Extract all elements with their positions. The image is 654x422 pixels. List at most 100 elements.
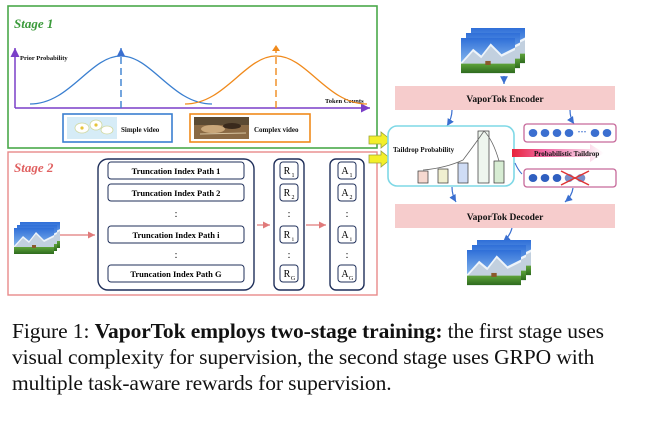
stage2-label: Stage 2 bbox=[14, 160, 54, 175]
truncation-path-label: Truncation Index Path G bbox=[130, 269, 222, 279]
advantage-label: A bbox=[341, 230, 349, 241]
input-video-stack bbox=[461, 28, 525, 74]
advantage-subscript: i bbox=[350, 237, 352, 243]
reward-ellipsis: : bbox=[288, 250, 291, 261]
truncation-path-box bbox=[107, 225, 245, 244]
encoder-band bbox=[395, 86, 615, 110]
stage2-yellow-arrow bbox=[368, 150, 392, 168]
probabilistic-taildrop-arrow bbox=[512, 144, 604, 162]
hist-bar-3 bbox=[457, 162, 469, 184]
path-ellipsis: : bbox=[175, 250, 178, 261]
advantage-subscript: 1 bbox=[350, 173, 353, 179]
reward-box bbox=[279, 183, 299, 202]
token-dot bbox=[528, 129, 538, 137]
output-video-stack bbox=[467, 240, 531, 286]
decoder-label: VaporTok Decoder bbox=[467, 213, 544, 223]
encoder-to-tokens-arrow bbox=[567, 109, 575, 125]
taildrop-probability-label: Taildrop Probability bbox=[393, 146, 455, 154]
hist-bar-5 bbox=[493, 160, 505, 184]
advantage-label: A bbox=[341, 269, 349, 280]
encoder-label: VaporTok Encoder bbox=[466, 95, 544, 105]
tokens-top-row bbox=[528, 129, 612, 137]
stage1-yellow-arrow bbox=[368, 131, 392, 149]
path-ellipsis: : bbox=[175, 209, 178, 220]
stage-to-taildrop-arrows bbox=[368, 131, 392, 168]
truncation-path-label: Truncation Index Path 1 bbox=[132, 166, 221, 176]
token-dot bbox=[540, 129, 550, 137]
reward-label: R bbox=[284, 166, 291, 177]
reward-label: R bbox=[284, 230, 291, 241]
token-dot bbox=[552, 129, 562, 137]
taildrop-histogram bbox=[417, 130, 505, 184]
stage1-panel: Stage 1 Prior Probability Token Counts S… bbox=[7, 5, 378, 149]
tokens-to-decoder-arrow bbox=[564, 187, 574, 203]
tokenizer-panel: VaporTok Encoder Taildrop Probability Pr… bbox=[387, 28, 617, 286]
truncation-path-box bbox=[107, 264, 245, 283]
advantage-label: A bbox=[341, 188, 349, 199]
reward-box bbox=[279, 264, 299, 283]
simple-video-label: Simple video bbox=[121, 126, 160, 134]
truncation-path-box bbox=[107, 161, 245, 180]
token-dot bbox=[590, 129, 600, 137]
complex-video-thumbnail bbox=[194, 117, 249, 139]
dropped-tokens-cross bbox=[560, 170, 590, 186]
token-dot bbox=[564, 129, 574, 137]
encoder-to-taildrop-arrow bbox=[446, 109, 454, 127]
simple-video-thumbnail bbox=[67, 117, 117, 139]
advantage-subscript: 2 bbox=[350, 195, 353, 201]
stage2-input-video bbox=[14, 222, 60, 254]
decoder-band bbox=[395, 204, 615, 228]
token-dot bbox=[602, 129, 612, 137]
y-axis-label: Prior Probability bbox=[20, 55, 68, 62]
complex-video-label: Complex video bbox=[254, 126, 299, 134]
hist-curve bbox=[422, 130, 500, 171]
advantage-box bbox=[337, 225, 357, 244]
complex-distribution-curve bbox=[184, 55, 368, 105]
truncation-path-label: Truncation Index Path 2 bbox=[132, 188, 221, 198]
decoder-to-video-arrow bbox=[502, 227, 513, 243]
hist-bar-4 bbox=[477, 130, 490, 184]
reward-subscript: G bbox=[291, 276, 296, 282]
tokens-top-to-bottom-arrow bbox=[514, 162, 523, 175]
caption-prefix: Figure 1: bbox=[12, 319, 95, 343]
reward-label: R bbox=[284, 188, 291, 199]
hist-bar-1 bbox=[417, 170, 429, 184]
advantage-ellipsis: : bbox=[346, 209, 349, 220]
stage2-panel: Stage 2 Truncation Index Path 1Truncatio… bbox=[7, 151, 378, 296]
stage1-frame bbox=[7, 5, 378, 149]
x-axis-label: Token Counts bbox=[325, 98, 364, 105]
advantage-box bbox=[337, 161, 357, 180]
figure-caption: Figure 1: VaporTok employs two-stage tra… bbox=[12, 318, 642, 396]
stage1-label: Stage 1 bbox=[14, 16, 53, 31]
advantage-label: A bbox=[341, 166, 349, 177]
kept-token-dot bbox=[552, 174, 562, 182]
advantage-ellipsis: : bbox=[346, 250, 349, 261]
truncation-path-label: Truncation Index Path i bbox=[133, 230, 221, 240]
reward-subscript: 2 bbox=[292, 195, 295, 201]
reward-box bbox=[279, 161, 299, 180]
reward-subscript: i bbox=[292, 237, 294, 243]
taildrop-to-decoder-arrow bbox=[449, 186, 457, 203]
truncation-paths: Truncation Index Path 1 Truncation Index … bbox=[107, 161, 245, 283]
complex-mean-arrowhead bbox=[272, 45, 280, 51]
reward-box bbox=[279, 225, 299, 244]
advantage-box bbox=[337, 183, 357, 202]
complex-video-sample: Complex video bbox=[189, 113, 311, 143]
reward-ellipsis: : bbox=[288, 209, 291, 220]
caption-bold: VaporTok employs two-stage training: bbox=[94, 319, 443, 343]
kept-token-dot bbox=[540, 174, 550, 182]
stage2-frame bbox=[7, 151, 378, 296]
advantage-box bbox=[337, 264, 357, 283]
truncation-path-box bbox=[107, 183, 245, 202]
kept-token-dot bbox=[528, 174, 538, 182]
reward-subscript: 1 bbox=[292, 173, 295, 179]
caption-rest: the first stage uses visual complexity f… bbox=[12, 319, 604, 395]
advantage-subscript: G bbox=[349, 276, 354, 282]
reward-label: R bbox=[284, 269, 291, 280]
hist-bar-2 bbox=[437, 168, 449, 184]
tokens-top-ellipsis: ··· bbox=[577, 127, 586, 137]
probabilistic-taildrop-label: Probabilistic Taildrop bbox=[534, 150, 599, 158]
figure-diagram: Stage 1 Prior Probability Token Counts S… bbox=[7, 5, 617, 296]
